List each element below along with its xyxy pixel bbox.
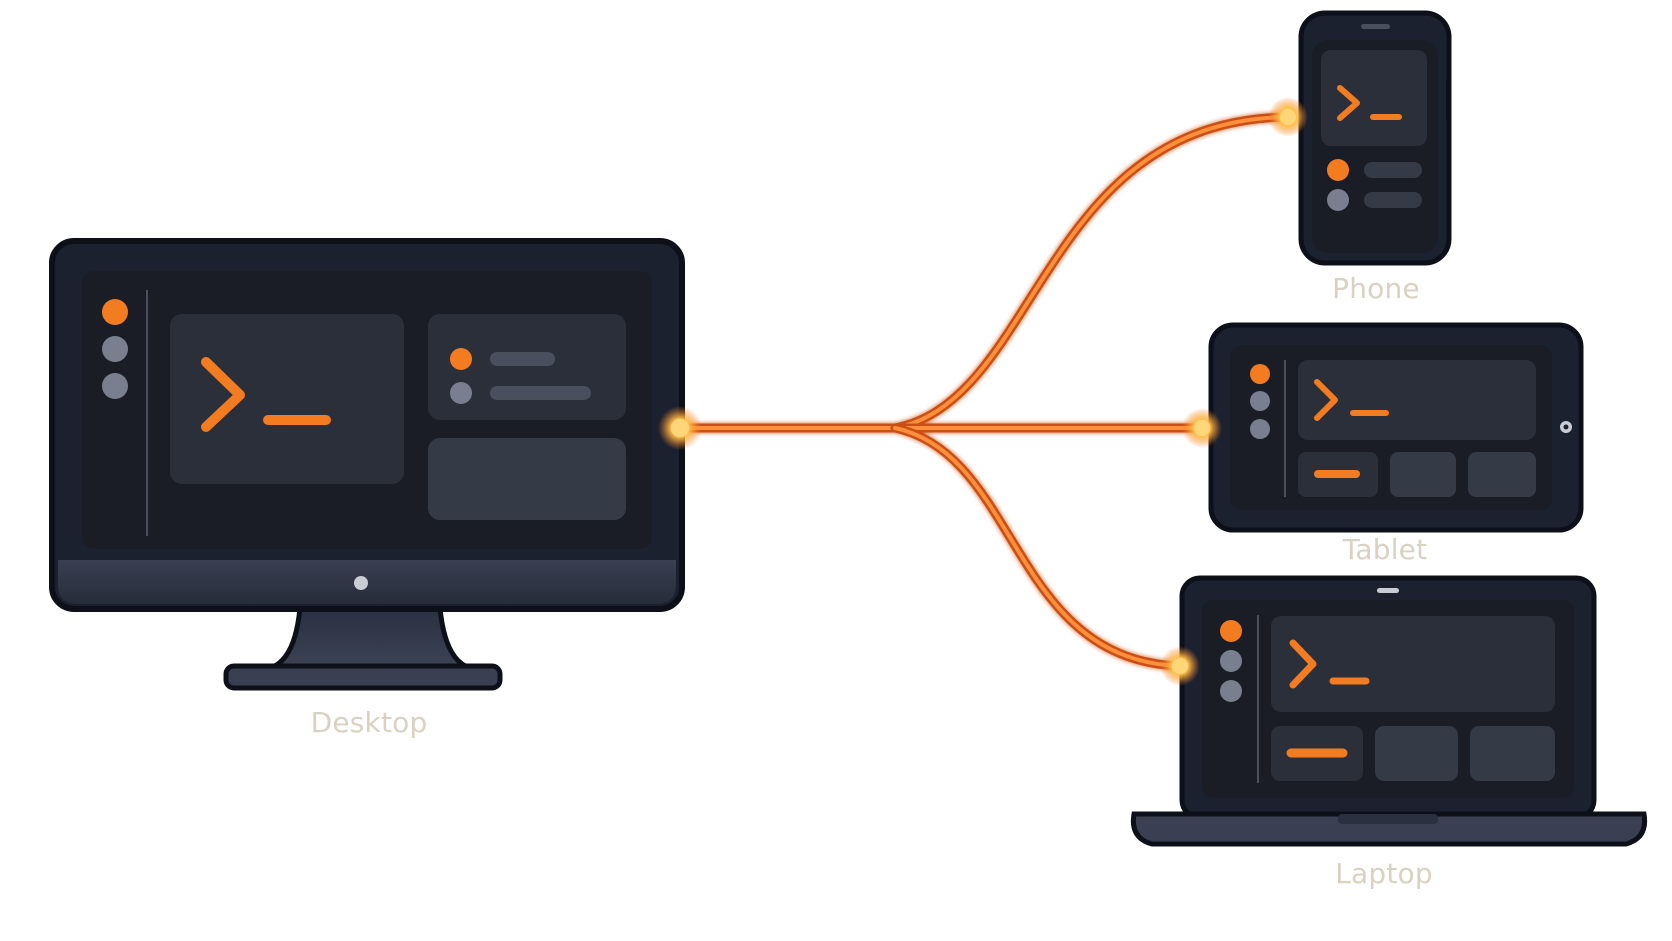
desktop-label: Desktop: [310, 706, 428, 739]
connection-nodes: [658, 97, 1308, 686]
desktop-status-dot-active: [102, 299, 128, 325]
tablet-terminal-panel: [1298, 360, 1536, 440]
desktop-status-dot: [102, 336, 128, 362]
terminal-prompt-icon: [201, 357, 245, 432]
phone-terminal-panel: [1321, 50, 1427, 146]
tablet-icon: [1208, 322, 1584, 533]
desktop-content-panel: [428, 438, 626, 520]
tablet-label: Tablet: [1342, 533, 1428, 566]
cable-desktop-to-laptop: [890, 423, 1185, 671]
laptop-label: Laptop: [1335, 857, 1433, 890]
desktop-power-button: [354, 576, 368, 590]
phone-label: Phone: [1332, 272, 1420, 305]
desktop-monitor-icon: [49, 238, 685, 691]
phone-icon: [1298, 10, 1452, 266]
desktop-terminal-panel: [170, 314, 404, 484]
desktop-status-dot: [102, 373, 128, 399]
cable-desktop-to-phone: [675, 112, 1293, 433]
laptop-icon: [1130, 575, 1648, 847]
laptop-terminal-panel: [1271, 616, 1555, 712]
connection-cables: [675, 112, 1293, 671]
